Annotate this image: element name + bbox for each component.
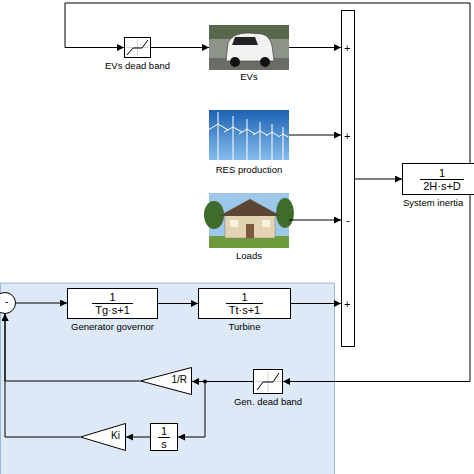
gain-triangle-outline <box>141 368 192 395</box>
signal-line <box>65 3 470 163</box>
signal-line <box>283 195 470 382</box>
transfer-block: 1Tg·s+1Generator governor <box>67 288 158 319</box>
sign: + <box>344 298 350 310</box>
signal-line <box>151 47 209 48</box>
signal-line <box>126 437 150 438</box>
junction-dot <box>203 380 207 384</box>
denominator: s <box>158 437 170 450</box>
gain-triangle-outline <box>81 424 126 451</box>
sign: + <box>344 130 350 142</box>
ev-image: EVs <box>209 25 289 70</box>
signal-line <box>16 303 67 304</box>
transfer-block: 1Tt·s+1Turbine <box>198 288 291 319</box>
control-band <box>1 283 335 474</box>
gain-block: 1/R <box>140 367 192 395</box>
load-image: Loads <box>209 193 289 248</box>
gain-value: Ki <box>111 430 120 442</box>
denominator: 2H·s+D <box>420 179 464 192</box>
denominator: Tt·s+1 <box>226 303 263 316</box>
sign: - <box>5 295 9 307</box>
numerator: 1 <box>107 291 117 303</box>
block-label: EVs dead band <box>105 60 170 72</box>
signal-line <box>289 220 341 221</box>
signal-line <box>5 314 80 437</box>
res-image: RES production <box>209 110 289 160</box>
numerator: 1 <box>437 167 447 179</box>
summing-bar: + + - + <box>341 10 355 347</box>
image-label: RES production <box>216 164 283 176</box>
denominator: Tg·s+1 <box>92 303 133 316</box>
block-label: Turbine <box>229 321 261 333</box>
block-label: Generator governor <box>71 321 154 333</box>
block-label: Gen. dead band <box>234 396 302 408</box>
wind-farm-illustration <box>208 110 289 160</box>
gain-value: 1/R <box>171 374 187 386</box>
summing-junction: - <box>0 292 16 314</box>
signal-line <box>289 135 341 136</box>
gain-block: Ki <box>80 423 126 451</box>
signal-line <box>289 47 341 48</box>
sign: + <box>344 42 350 54</box>
signal-line <box>178 382 253 438</box>
signal-line <box>355 179 402 180</box>
numerator: 1 <box>239 291 249 303</box>
signal-line <box>158 303 198 304</box>
block-label: System inertia <box>403 197 463 209</box>
house-illustration <box>204 193 294 248</box>
image-label: EVs <box>240 71 257 83</box>
sign: - <box>346 214 350 226</box>
transfer-block: 12H·s+DSystem inertia <box>402 163 474 195</box>
integrator-block: 1s <box>150 423 178 451</box>
signal-line <box>192 381 253 382</box>
image-label: Loads <box>236 250 262 262</box>
dead-band-block: EVs dead band <box>124 37 151 58</box>
signal-line <box>291 303 341 304</box>
dead-band-block: Gen. dead band <box>253 369 283 394</box>
numerator: 1 <box>159 425 169 437</box>
signal-line <box>5 314 140 381</box>
dead-band-symbol <box>255 371 281 392</box>
dead-band-symbol <box>126 39 149 56</box>
ev-illustration <box>209 25 289 70</box>
